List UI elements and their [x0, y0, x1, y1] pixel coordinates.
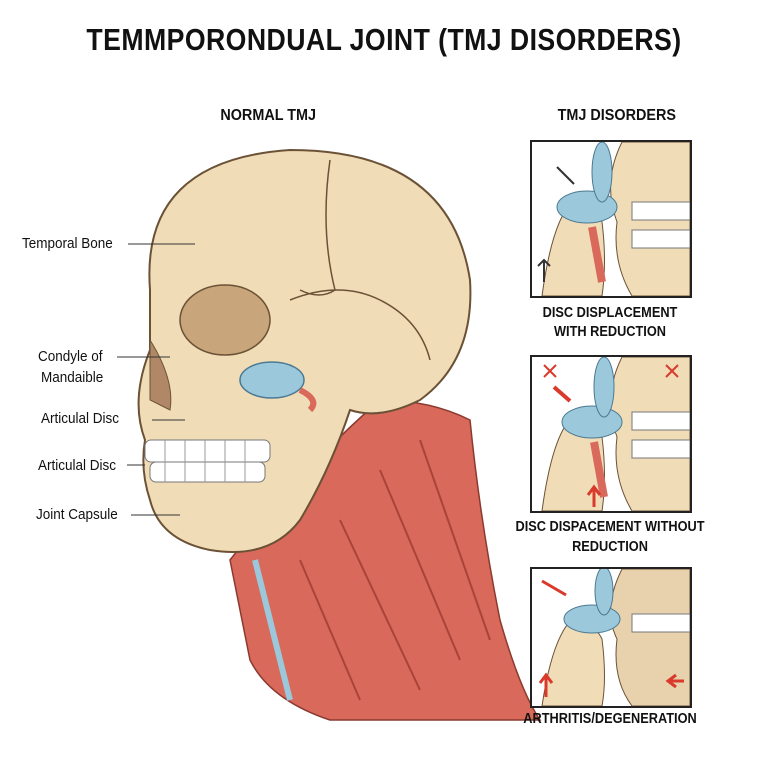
- arrow-down-icon: [556, 166, 575, 185]
- caption-2-line2: REDUCTION: [572, 539, 648, 555]
- normal-tmj-heading: NORMAL TMJ: [220, 107, 317, 124]
- caption-3-line1: ARTHRITIS/DEGENERATION: [523, 711, 697, 727]
- panel-illustration: [541, 357, 690, 511]
- label-temporal-bone: Temporal Bone: [22, 235, 113, 252]
- arrow-red-icon: [552, 385, 572, 403]
- caption-1-line1: DISC DISPLACEMENT: [542, 305, 678, 321]
- arrow-up-red-icon: [538, 672, 554, 697]
- panel-illustration: [537, 142, 690, 296]
- label-joint-capsule: Joint Capsule: [36, 506, 118, 523]
- panel-illustration: [538, 569, 690, 706]
- caption-1-line2: WITH REDUCTION: [553, 324, 666, 340]
- label-articular-disc-2: Articulal Disc: [38, 457, 117, 474]
- label-condyle-line1: Condyle of: [38, 348, 103, 365]
- page-title: TEMMPORONDUAL JOINT (TMJ DISORDERS): [86, 22, 682, 57]
- x-mark-icon: [543, 364, 557, 378]
- x-mark-icon: [665, 364, 679, 378]
- label-condyle-line2: Mandaible: [41, 369, 104, 386]
- panel-disc-displacement-with-reduction: [530, 140, 692, 298]
- arrow-red-icon: [541, 579, 567, 597]
- arrow-up-icon: [537, 258, 551, 282]
- caption-2-line1: DISC DISPACEMENT WITHOUT: [515, 519, 705, 535]
- panel-arthritis-degeneration: [530, 567, 692, 708]
- tmj-disorders-heading: TMJ DISORDERS: [557, 107, 676, 124]
- arrow-up-red-icon: [586, 484, 602, 507]
- arrow-left-red-icon: [665, 673, 684, 689]
- panel-disc-displacement-without-reduction: [530, 355, 692, 513]
- label-articular-disc-1: Articulal Disc: [41, 410, 120, 427]
